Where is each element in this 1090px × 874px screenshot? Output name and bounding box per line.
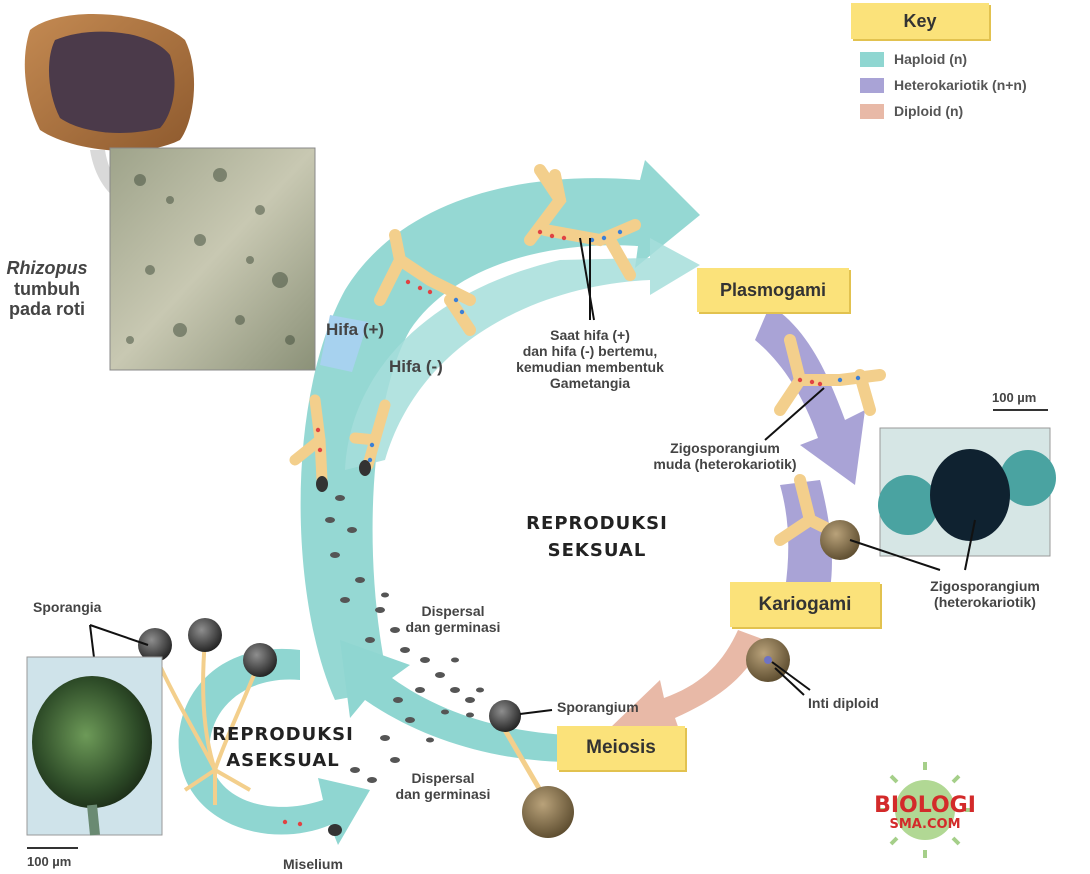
watermark-line: SMA.COM: [889, 817, 961, 833]
label-zigosporangium-muda: Zigosporangium muda (heterokariotik): [630, 440, 820, 472]
spore-dispersal-cloud: [325, 495, 484, 783]
heterokaryotic-arrow-lower: [780, 480, 832, 590]
label-scale-left: 100 µm: [27, 854, 72, 869]
title-line: REPRODUKSI: [526, 513, 668, 534]
sporangium-micrograph-body: [32, 676, 152, 808]
label-line: dan germinasi: [395, 786, 491, 803]
caption-genus: Rhizopus: [6, 258, 88, 278]
swatch-diploid: [860, 103, 884, 119]
pointer-lines: [519, 237, 976, 715]
watermark-virus-icon: [877, 762, 973, 858]
zygospore-dark: [930, 449, 1010, 541]
label-line: Dispersal: [411, 770, 475, 786]
hifa-plus-marker: [320, 315, 368, 372]
label-inti-diploid: Inti diploid: [808, 695, 879, 711]
asexual-sporangium: [243, 643, 277, 677]
nuclei-blue: [367, 229, 861, 463]
sporangia-pointer: [89, 624, 149, 646]
mold-closeup-photo: [109, 147, 316, 371]
heterokaryotic-arrow: [755, 305, 865, 485]
zygospore-bottom: [522, 786, 574, 838]
swatch-hetero: [860, 77, 884, 93]
title-sexual-reproduction: REPRODUKSI SEKSUAL: [507, 510, 687, 564]
label-line: kemudian membentuk: [516, 359, 664, 376]
stage-kariogami: Kariogami: [730, 582, 880, 627]
key-item-diploid: Diploid (n): [860, 103, 963, 119]
key-label: Diploid (n): [894, 103, 964, 119]
nuclei-red: [282, 229, 823, 827]
swatch-haploid: [860, 51, 884, 67]
asexual-sporangium: [138, 628, 172, 662]
haploid-inner-arrow: [345, 238, 700, 470]
label-hifa-minus: Hifa (-): [389, 357, 443, 376]
label-line: Dispersal: [421, 603, 485, 619]
zygospore-left-cell: [878, 475, 938, 535]
label-gametangia: Saat hifa (+) dan hifa (-) bertemu, kemu…: [495, 327, 685, 391]
hypha-tip-spore: [328, 824, 342, 836]
label-dispersal-top: Dispersal dan germinasi: [388, 603, 518, 635]
hypha-tip-spore: [316, 476, 328, 492]
key-title-text: Key: [903, 10, 937, 31]
diploid-nucleus: [764, 656, 772, 664]
label-line: Gametangia: [549, 375, 631, 392]
hypha-left-descending: [289, 394, 391, 486]
hypha-mating: [524, 164, 641, 281]
key-item-haploid: Haploid (n): [860, 51, 967, 67]
sporangium-stalk: [502, 728, 543, 792]
haploid-cycle-arrow: [300, 160, 700, 700]
label-line: (heterokariotik): [934, 594, 1036, 611]
stage-label: Meiosis: [586, 737, 656, 758]
label-miselium: Miselium: [283, 856, 343, 872]
stage-meiosis: Meiosis: [557, 726, 685, 770]
sporangium-bottom: [489, 700, 521, 732]
bread-photo: [24, 13, 195, 151]
stage-label: Plasmogami: [719, 279, 827, 300]
watermark-logo: BIOLOGI SMA.COM: [865, 793, 985, 833]
label-scale-right: 100 µm: [992, 390, 1037, 405]
key-label: Heterokariotik (n+n): [894, 77, 1027, 93]
stage-label: Kariogami: [758, 593, 852, 615]
diploid-arrow: [610, 630, 765, 738]
mold-texture: [126, 168, 295, 345]
hypha-tip-spore: [359, 460, 371, 476]
title-line: SEKSUAL: [547, 540, 647, 561]
key-label: Haploid (n): [894, 51, 968, 67]
label-line: Zigosporangium: [930, 578, 1040, 594]
label-sporangia: Sporangia: [33, 599, 102, 615]
key-title: Key: [851, 3, 989, 39]
asexual-loop-arrow: [178, 648, 370, 845]
caption-line: tumbuh: [14, 278, 80, 299]
asexual-sporangium: [188, 618, 222, 652]
stage-plasmogami: Plasmogami: [697, 268, 849, 312]
label-sporangium: Sporangium: [557, 699, 639, 715]
label-hifa-plus: Hifa (+): [326, 320, 385, 339]
label-line: Zigosporangium: [670, 440, 780, 456]
label-line: dan hifa (-) bertemu,: [522, 343, 658, 360]
label-line: muda (heterokariotik): [653, 456, 797, 473]
zygosporangium-small: [820, 520, 860, 560]
label-dispersal-bottom: Dispersal dan germinasi: [378, 770, 508, 802]
title-line: REPRODUKSI: [212, 724, 354, 745]
title-line: ASEKSUAL: [226, 750, 340, 772]
title-asexual-reproduction: REPRODUKSI ASEKSUAL: [198, 722, 368, 774]
key-item-hetero: Heterokariotik (n+n): [860, 77, 1027, 93]
watermark-line: BIOLOGI: [874, 793, 976, 818]
hypha-plus-upper: [374, 229, 476, 336]
photo-caption: Rhizopus tumbuh pada roti: [0, 258, 94, 320]
label-line: Saat hifa (+): [550, 327, 630, 343]
label-line: dan germinasi: [405, 619, 501, 636]
zygospore-right-cell: [1000, 450, 1056, 506]
label-zigosporangium: Zigosporangium (heterokariotik): [905, 578, 1065, 610]
micrograph-stalk: [87, 804, 100, 836]
caption-line: pada roti: [8, 299, 85, 320]
